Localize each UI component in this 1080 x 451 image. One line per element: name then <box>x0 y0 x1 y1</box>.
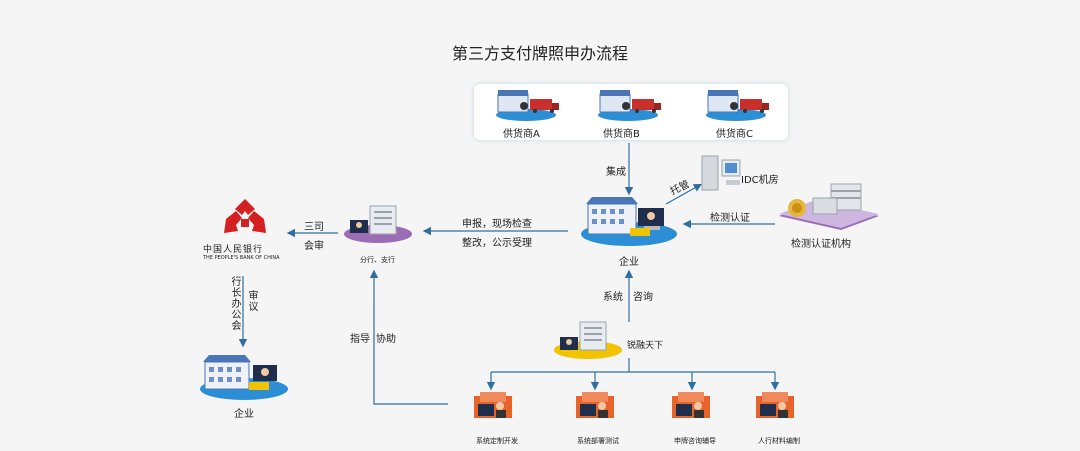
pboc-en-name: THE PEOPLE'S BANK OF CHINA <box>203 255 280 261</box>
supplier-c-node <box>700 86 772 122</box>
guide-label-left: 指导 <box>350 334 370 345</box>
inspection-org-node <box>775 180 883 232</box>
branch-label: 分行、支行 <box>360 256 395 264</box>
ruirong-building-icon <box>554 321 622 359</box>
branch-node <box>342 202 414 246</box>
pboc-cn-name: 中国人民银行 <box>203 245 264 255</box>
ruirong-node <box>552 320 624 362</box>
supplier-b-label: 供货商B <box>603 129 640 140</box>
inspection-server-icon <box>779 183 879 230</box>
service-desk-icon <box>576 392 614 418</box>
service-dev-label: 系统定制开发 <box>476 437 518 445</box>
service-desk-icon <box>474 392 512 418</box>
pboc-arrow-label-1: 三司 <box>304 222 324 233</box>
enterprise-final-node <box>197 352 291 402</box>
supplier-warehouse-icon <box>598 90 661 121</box>
branch-building-icon <box>344 205 412 243</box>
enterprise-center-node <box>578 194 680 248</box>
supplier-a-node <box>490 86 562 122</box>
pboc-arrow-label-2: 会审 <box>304 241 324 252</box>
supplier-c-label: 供货商C <box>716 129 753 140</box>
enterprise-building-icon <box>200 355 288 400</box>
enterprise-final-label: 企业 <box>234 409 254 420</box>
enterprise-center-label: 企业 <box>619 257 639 268</box>
idc-node <box>700 150 742 194</box>
arrow-enterprise-to-idc <box>665 183 703 205</box>
pboc-logo <box>220 197 270 241</box>
idc-label: IDC机房 <box>741 175 779 186</box>
service-consult-label: 申牌咨询辅导 <box>674 437 716 445</box>
page-title: 第三方支付牌照申办流程 <box>451 44 628 63</box>
service-deploy-label: 系统部署测试 <box>577 437 619 445</box>
rectify-label: 整改，公示受理 <box>462 238 532 249</box>
guide-label-right: 协助 <box>376 334 396 345</box>
enterprise-building-icon <box>581 197 677 246</box>
ruirong-label: 锐融天下 <box>627 341 664 351</box>
supplier-warehouse-icon <box>496 90 559 121</box>
service-deploy-node <box>572 388 618 426</box>
server-computer-icon <box>701 155 741 191</box>
supplier-warehouse-icon <box>706 90 769 121</box>
pboc-emblem-icon <box>224 199 266 233</box>
service-consult-node <box>668 388 714 426</box>
service-desk-icon <box>672 392 710 418</box>
supplier-b-node <box>592 86 664 122</box>
consult-label-right: 咨询 <box>633 292 653 303</box>
consult-label-left: 系统 <box>603 292 623 303</box>
service-materials-node <box>752 388 798 426</box>
service-materials-label: 人行材料编制 <box>758 437 800 445</box>
arrow-services-to-branch <box>369 269 448 405</box>
supplier-a-label: 供货商A <box>503 129 540 140</box>
service-desk-icon <box>756 392 794 418</box>
service-dev-node <box>470 388 516 426</box>
integration-label: 集成 <box>606 167 626 178</box>
review-label: 审议 <box>246 290 257 312</box>
inspect-label: 检测认证 <box>710 213 750 224</box>
inspection-org-label: 检测认证机构 <box>791 239 851 250</box>
report-label: 申报，现场检查 <box>462 219 532 230</box>
exec-meeting-label: 行长办公会 <box>229 276 240 331</box>
